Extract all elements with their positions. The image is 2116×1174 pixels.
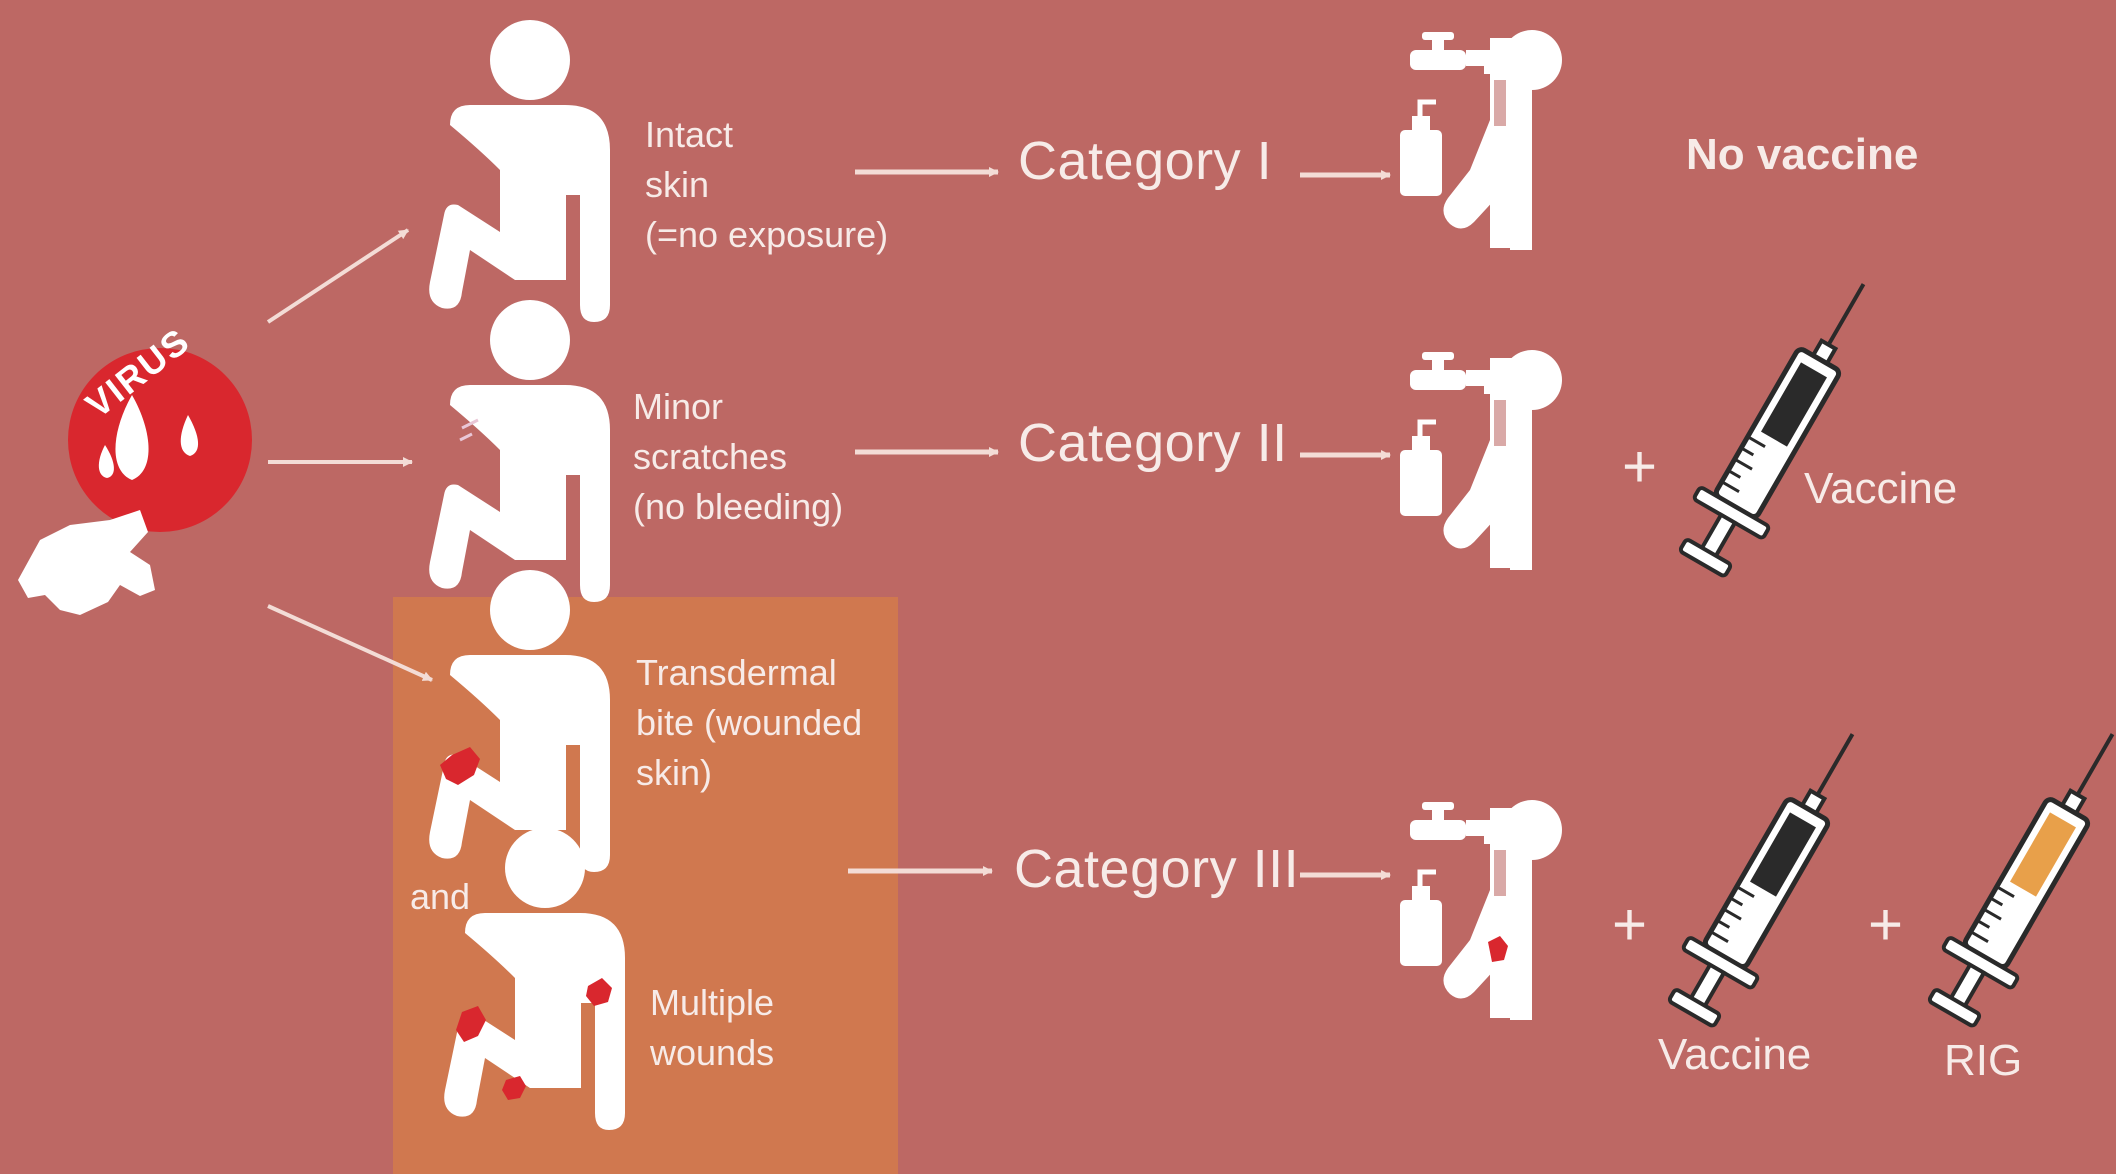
wash-wound-mark-icon	[1488, 936, 1508, 962]
person-intact-skin-icon	[429, 20, 610, 322]
plus-sign: +	[1868, 891, 1904, 958]
rig-label: RIG	[1944, 1036, 2023, 1085]
desc-line: skin)	[636, 752, 713, 793]
plus-sign: +	[1622, 433, 1658, 500]
syringe-vaccine-icon-2	[1656, 714, 1887, 1034]
category-two-label: Category II	[1018, 413, 1288, 473]
syringe-vaccine-icon-1	[1667, 264, 1898, 584]
desc-line: Multiple	[650, 982, 775, 1023]
desc-line: wounds	[650, 1032, 775, 1073]
dog-icon	[18, 510, 155, 615]
plus-sign: +	[1612, 891, 1648, 958]
wound-marks-icon	[440, 747, 612, 1100]
category-arrows	[848, 167, 1391, 880]
desc-line: (no bleeding)	[633, 486, 844, 527]
and-connector: and	[410, 876, 471, 917]
wash-wound-icon-2	[1400, 350, 1562, 570]
no-vaccine-label: No vaccine	[1686, 130, 1919, 179]
vaccine-label: Vaccine	[1804, 464, 1958, 513]
intact-skin-description: Intact skin (=no exposure)	[645, 110, 888, 260]
minor-scratches-description: Minor scratches (no bleeding)	[633, 382, 843, 532]
vaccine-label: Vaccine	[1658, 1030, 1812, 1079]
desc-line: bite (wounded	[636, 702, 863, 743]
wash-wound-icon-1	[1400, 30, 1562, 250]
transdermal-bite-description: Transdermal bite (wounded skin)	[636, 648, 862, 798]
desc-line: Minor	[633, 386, 724, 427]
source-arrows	[266, 228, 433, 682]
person-minor-scratches-icon	[429, 300, 610, 602]
desc-line: (=no exposure)	[645, 214, 889, 255]
desc-line: Intact	[645, 114, 734, 155]
desc-line: scratches	[633, 436, 788, 477]
category-one-label: Category I	[1018, 131, 1273, 191]
multiple-wounds-description: Multiple wounds	[650, 978, 774, 1078]
scratch-marks-icon	[459, 418, 479, 442]
wash-wound-icon-3	[1400, 800, 1562, 1020]
desc-line: Transdermal	[636, 652, 837, 693]
syringe-rig-icon	[1927, 733, 2115, 1028]
category-three-label: Category III	[1014, 839, 1300, 899]
virus-badge-icon	[68, 348, 252, 532]
desc-line: skin	[645, 164, 710, 205]
